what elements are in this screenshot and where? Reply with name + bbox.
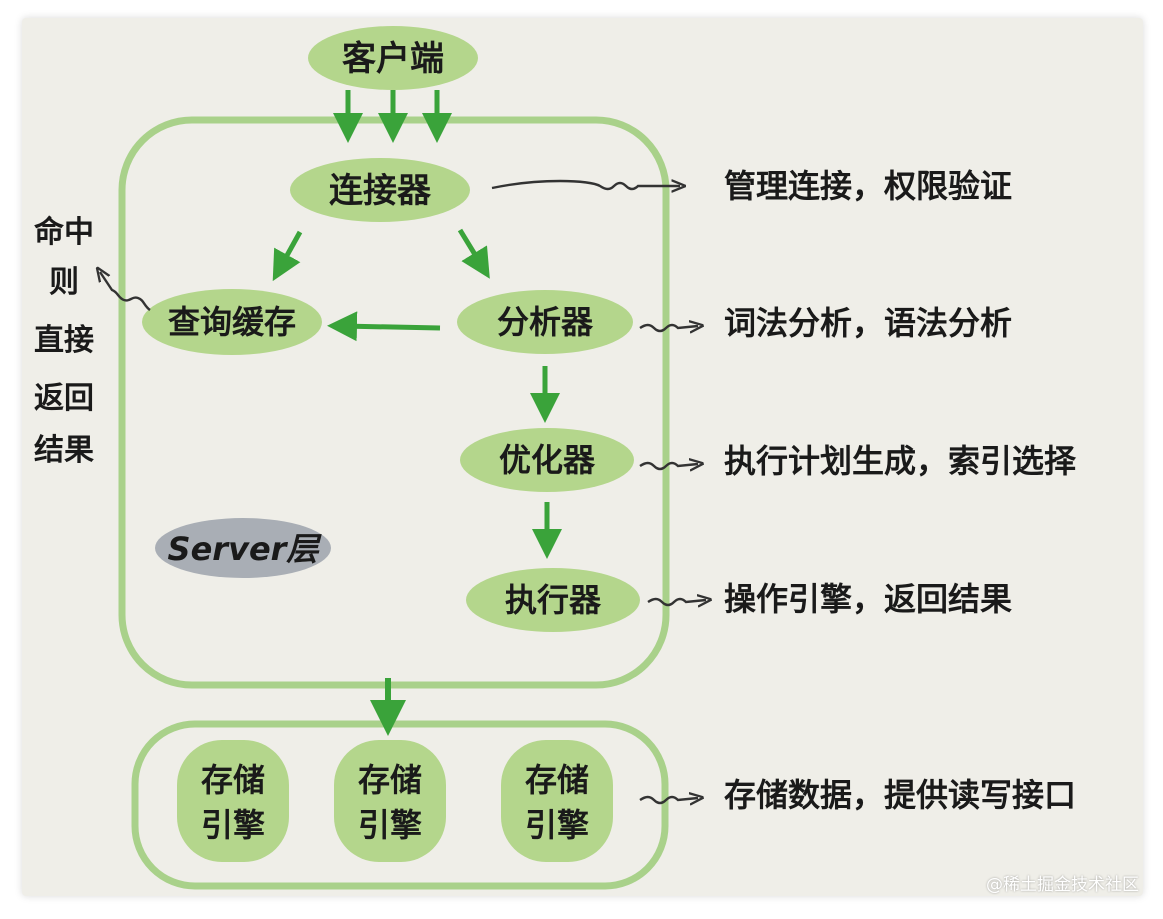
optimizer-node: 优化器 [460,428,634,492]
connector-node: 连接器 [290,158,470,222]
storage-engine-2-line1: 存储 [358,761,422,799]
executor-note: 操作引擎，返回结果 [724,580,1012,618]
optimizer-note-arrow [639,463,698,469]
query-cache-label: 查询缓存 [168,303,296,341]
cache-hit-note-line-2: 则 [49,265,79,300]
storage-engine-2-line2: 引擎 [358,806,422,844]
connector-to-cache-arrow [272,230,303,282]
optimizer-note: 执行计划生成，索引选择 [724,442,1077,480]
analyzer-note-arrow [639,325,698,331]
storage-engine-2: 存储 引擎 [334,740,446,862]
storage-engine-3: 存储 引擎 [501,740,613,862]
storage-note: 存储数据，提供读写接口 [724,776,1076,814]
cache-hit-note-line-1: 命中 [34,215,94,250]
connector-note: 管理连接，权限验证 [724,167,1012,205]
storage-note-arrow [639,797,698,803]
cache-hit-note-line-4: 返回 [34,381,94,416]
executor-note-arrow [647,599,706,605]
watermark: @稀土掘金技术社区 [986,875,1139,895]
optimizer-label: 优化器 [499,441,596,479]
connector-note-arrow [491,181,680,189]
cache-hit-note-arrow [100,272,151,311]
cache-hit-note-line-3: 直接 [34,323,94,358]
analyzer-label: 分析器 [497,303,594,341]
server-layer-badge: Server层 [155,518,331,578]
executor-label: 执行器 [505,581,602,619]
server-layer-label: Server层 [168,530,323,568]
client-node: 客户端 [308,26,478,90]
storage-engine-1-line2: 引擎 [201,806,265,844]
storage-engine-3-line2: 引擎 [525,806,589,844]
cache-hit-note-line-5: 结果 [34,433,94,468]
executor-node: 执行器 [466,568,640,632]
cache-hit-note: 命中 则 直接 返回 结果 [34,215,94,468]
connector-label: 连接器 [329,171,432,211]
analyzer-node: 分析器 [457,290,633,354]
connector-to-analyzer-arrow [457,228,490,279]
analyzer-to-cache-arrow [327,311,441,342]
storage-engine-1-line1: 存储 [201,761,265,799]
storage-engine-1: 存储 引擎 [177,740,289,862]
client-label: 客户端 [342,39,444,79]
storage-engine-3-line1: 存储 [525,761,589,799]
analyzer-note: 词法分析，语法分析 [724,304,1012,342]
query-cache-node: 查询缓存 [142,289,322,355]
